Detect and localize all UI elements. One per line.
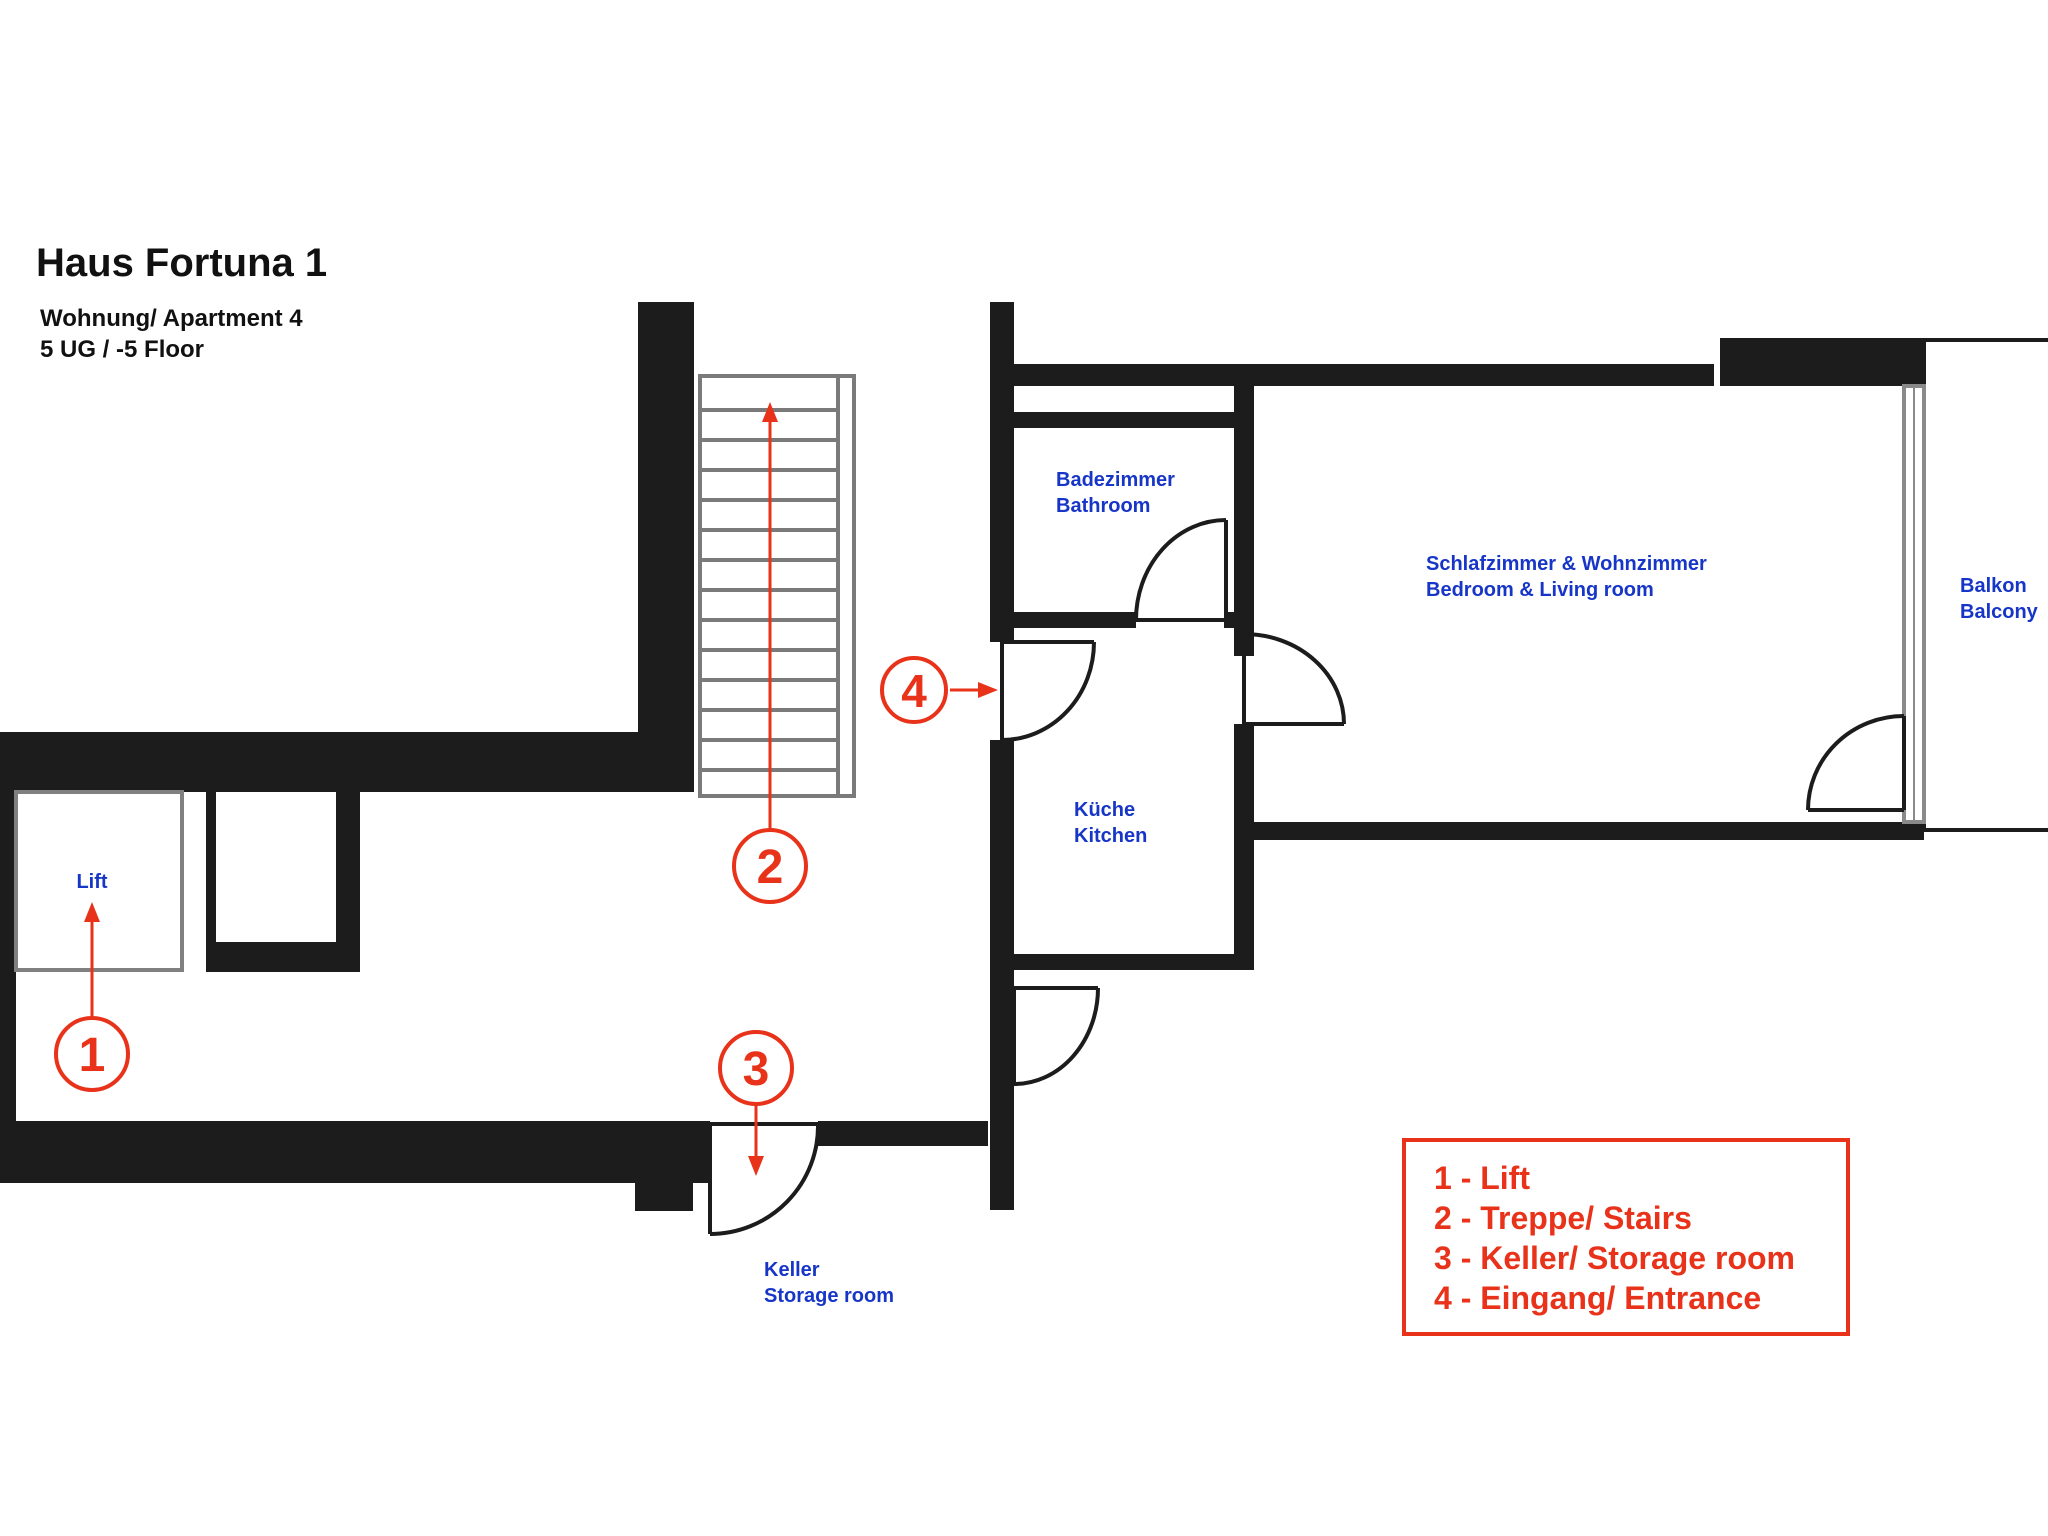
wall-apartment-top-right [1720,338,1926,386]
route-arrows [84,402,998,1176]
marker-1[interactable]: 1 [54,1016,130,1092]
door-balcony[interactable] [1806,714,1906,812]
wall-central-top [990,302,1014,642]
wall-closet-left [206,792,216,972]
balcony-window [1902,384,1926,824]
staircase[interactable] [698,374,856,798]
marker-3-label: 3 [743,1043,770,1096]
label-kitchen-de: Küche [1074,799,1135,821]
wall-kitchen-right-b [1234,724,1254,970]
wall-left [0,732,16,1182]
room-labels: Lift Badezimmer Bathroom Schlafzimmer & … [76,469,2038,1307]
legend-item-storage: 3 - Keller/ Storage room [1434,1240,1795,1276]
wall-kitchen-bottom [1014,954,1254,970]
subtitle-apartment: Wohnung/ Apartment 4 [40,305,303,332]
marker-3[interactable]: 3 [718,1030,794,1106]
wall-corridor-bottom [0,1121,710,1183]
door-bathroom[interactable] [1134,518,1228,622]
wall-central-bottom [990,740,1014,1210]
door-bedroom[interactable] [1242,632,1346,726]
wall-bottom-stub [635,1121,693,1211]
subtitle-floor: 5 UG / -5 Floor [40,336,204,363]
wall-stair-left [638,302,694,792]
door-storage[interactable] [708,1122,821,1236]
wall-apartment-top [1014,364,1714,386]
wall-bath-right [1234,386,1254,626]
marker-2-label: 2 [757,841,784,894]
wall-bath-bottom-b [1224,612,1254,628]
legend-item-entrance: 4 - Eingang/ Entrance [1434,1280,1761,1316]
legend: 1 - Lift 2 - Treppe/ Stairs 3 - Keller/ … [1402,1138,1850,1336]
door-entrance[interactable] [1000,640,1096,742]
wall-bottom-right [818,1121,988,1146]
label-bedroom-de: Schlafzimmer & Wohnzimmer [1426,553,1707,575]
wall-bath-top [1014,412,1240,428]
legend-item-stairs: 2 - Treppe/ Stairs [1434,1200,1692,1236]
label-bathroom-en: Bathroom [1056,495,1150,517]
wall-corridor-top [0,732,694,792]
label-bathroom-de: Badezimmer [1056,469,1175,491]
label-bedroom-en: Bedroom & Living room [1426,579,1654,601]
label-storage-de: Keller [764,1259,820,1281]
lift-shaft [14,790,184,972]
wall-closet-bottom [206,942,360,972]
walls [0,302,1926,1211]
wall-bedroom-bottom [1254,822,1924,840]
legend-box [1402,1138,1850,1336]
markers: 1 2 3 4 [54,656,948,1106]
wall-bath-bottom-a [1014,612,1136,628]
wall-closet-right [336,792,360,972]
marker-1-label: 1 [79,1029,106,1082]
marker-4-label: 4 [901,665,927,717]
label-kitchen-en: Kitchen [1074,825,1147,847]
doors [708,518,1906,1236]
label-lift: Lift [76,871,107,893]
label-balcony-de: Balkon [1960,575,2027,597]
label-storage-en: Storage room [764,1285,894,1307]
legend-item-lift: 1 - Lift [1434,1160,1530,1196]
page-title: Haus Fortuna 1 [36,241,327,285]
door-hall[interactable] [1012,986,1100,1086]
marker-2[interactable]: 2 [732,828,808,904]
marker-4[interactable]: 4 [880,656,948,724]
label-balcony-en: Balcony [1960,601,2039,623]
